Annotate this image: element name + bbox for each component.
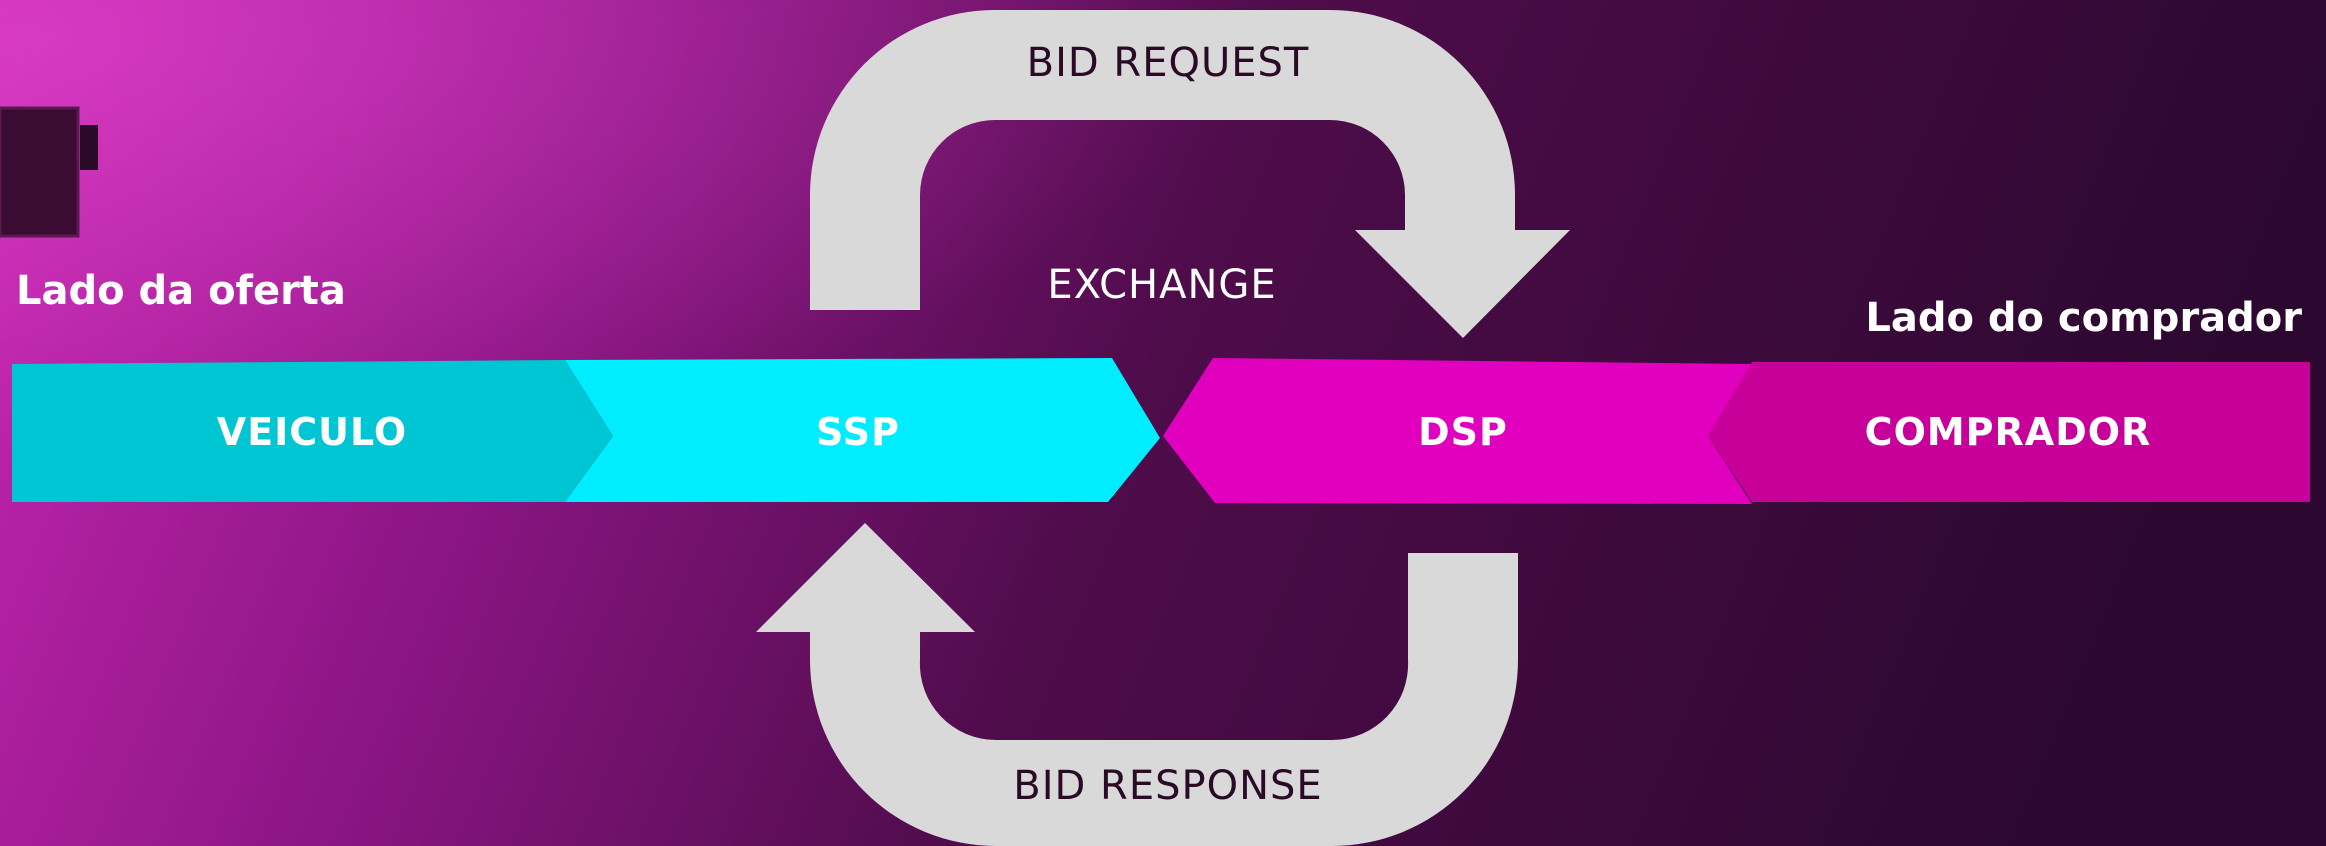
segment-ssp-shape <box>565 358 1160 502</box>
segment-ssp-label: SSP <box>816 410 900 454</box>
segment-dsp-shape <box>1163 358 1752 504</box>
partial-device-icon <box>0 106 98 238</box>
segment-veiculo-shape <box>12 360 613 502</box>
segment-comprador-shape <box>1708 362 2310 502</box>
exchange-label: EXCHANGE <box>1047 262 1277 308</box>
bid-response-label: BID RESPONSE <box>1013 763 1323 809</box>
segment-veiculo-label: VEICULO <box>216 410 408 454</box>
buyer-side-label: Lado do comprador <box>1865 295 2302 341</box>
segment-dsp-label: DSP <box>1418 410 1508 454</box>
segment-comprador-label: COMPRADOR <box>1864 410 2152 454</box>
bid-request-label: BID REQUEST <box>1026 40 1310 86</box>
bid-response-arrow <box>756 523 1518 846</box>
bid-request-arrow <box>810 10 1570 338</box>
supply-side-label: Lado da oferta <box>16 268 346 314</box>
